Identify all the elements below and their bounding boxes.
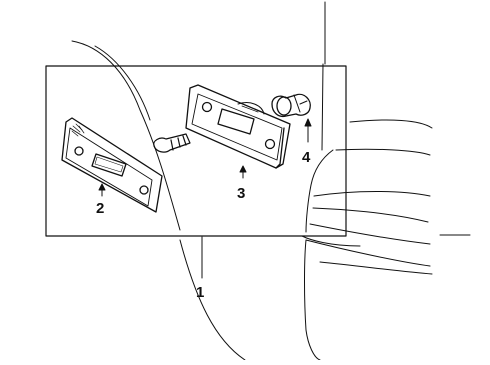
callout-1: 1 bbox=[196, 284, 204, 301]
callout-3: 3 bbox=[237, 185, 245, 202]
bulb-socket bbox=[271, 93, 311, 118]
callout-4: 4 bbox=[302, 149, 311, 166]
callout-2: 2 bbox=[96, 200, 104, 217]
side-marker-lens bbox=[61, 117, 163, 213]
side-marker-housing bbox=[185, 84, 291, 169]
leader-lines bbox=[98, 118, 312, 279]
parts-frame bbox=[45, 65, 347, 237]
bulb bbox=[153, 133, 191, 153]
vehicle-body-outline bbox=[71, 1, 471, 361]
